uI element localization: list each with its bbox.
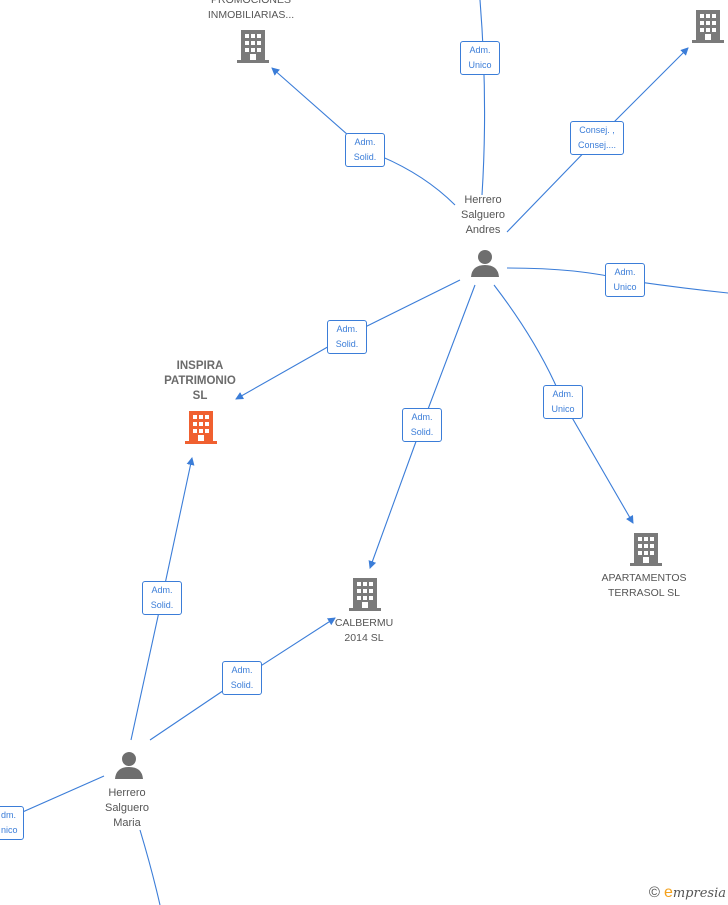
brand-logo: ©empresia <box>649 884 726 902</box>
brand-name: mpresia <box>672 886 726 901</box>
edge-label-andres-topright[interactable]: Consej. , Consej.... <box>570 121 624 155</box>
building-icon[interactable] <box>237 28 269 64</box>
person-icon[interactable] <box>470 248 500 278</box>
copyright-symbol: © <box>648 884 660 901</box>
edge-label-maria-left[interactable]: dm. nico <box>0 806 24 840</box>
edge-label-maria-calbermu[interactable]: Adm. Solid. <box>222 661 262 695</box>
edge-label-maria-inspira[interactable]: Adm. Solid. <box>142 581 182 615</box>
node-label-calbermu[interactable]: CALBERMU 2014 SL <box>334 617 394 644</box>
building-icon[interactable] <box>349 576 381 612</box>
person-icon[interactable] <box>114 750 144 780</box>
edge-label-andres-apartamentos[interactable]: Adm. Unico <box>543 385 583 419</box>
edge-label-andres-inspira[interactable]: Adm. Solid. <box>327 320 367 354</box>
node-label-inspira[interactable]: INSPIRA PATRIMONIO SL <box>164 360 236 402</box>
building-icon[interactable] <box>630 531 662 567</box>
building-focus-icon[interactable] <box>185 409 217 445</box>
node-label-apartamentos[interactable]: APARTAMENTOS TERRASOL SL <box>601 572 687 599</box>
edge-label-andres-calbermu[interactable]: Adm. Solid. <box>402 408 442 442</box>
edge-label-andres-promociones[interactable]: Adm. Solid. <box>345 133 385 167</box>
edge-label-andres-right[interactable]: Adm. Unico <box>605 263 645 297</box>
node-label-herrero-andres[interactable]: Herrero Salguero Andres <box>460 194 506 236</box>
node-label-herrero-maria[interactable]: Herrero Salguero Maria <box>104 787 150 829</box>
edge-label-andres-top[interactable]: Adm. Unico <box>460 41 500 75</box>
brand-initial: e <box>663 884 673 901</box>
building-icon[interactable] <box>692 8 724 44</box>
edge-andres-top <box>479 0 486 196</box>
node-label-promociones[interactable]: PROMOCIONES INMOBILIARIAS... <box>207 0 295 21</box>
edge-maria-bottom <box>139 829 161 905</box>
